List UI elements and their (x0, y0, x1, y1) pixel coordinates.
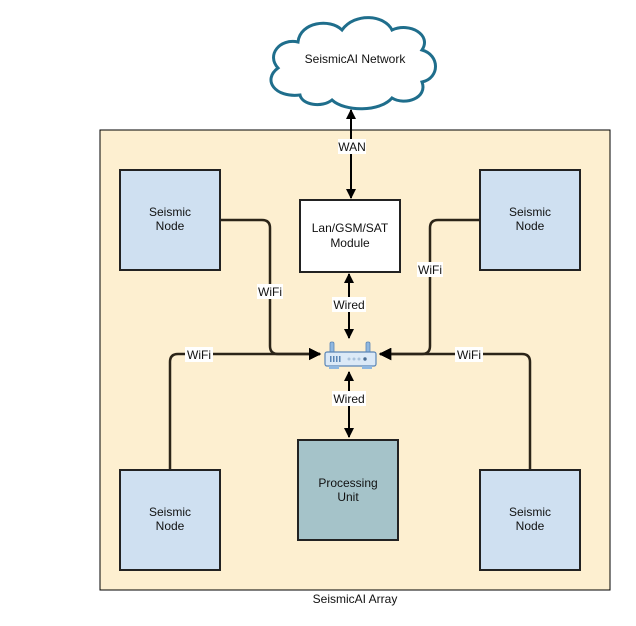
node-label-line2: Node (516, 519, 545, 533)
node-label-line2: Node (156, 519, 185, 533)
wired-bottom-label: Wired (333, 392, 364, 406)
node-label-line1: Seismic (149, 205, 191, 219)
wifi-bottom-left-label: WiFi (187, 348, 211, 362)
cloud-icon (269, 16, 437, 111)
wifi-bottom-left-link (168, 347, 322, 470)
module-label-line2: Module (330, 236, 370, 250)
wifi-top-right-label: WiFi (418, 263, 442, 277)
cloud-label: SeismicAI Network (305, 52, 407, 66)
module-label-line1: Lan/GSM/SAT (312, 221, 389, 235)
seismic-node-bottom-left[interactable]: Seismic Node (119, 469, 221, 571)
seismic-node-top-right[interactable]: Seismic Node (479, 169, 581, 271)
cloud-network: SeismicAI Network (269, 16, 437, 111)
wifi-bottom-right-label: WiFi (457, 348, 481, 362)
node-label-line2: Node (156, 219, 185, 233)
module-box[interactable] (299, 199, 401, 273)
seismic-node-bottom-right[interactable]: Seismic Node (479, 469, 581, 571)
router-icon[interactable] (324, 341, 377, 369)
seismic-node-top-left[interactable]: Seismic Node (119, 169, 221, 271)
wifi-top-left-label: WiFi (258, 285, 282, 299)
processing-label-line2: Unit (337, 490, 359, 504)
wired-top-label: Wired (333, 298, 364, 312)
wan-label: WAN (338, 140, 366, 154)
processing-label-line1: Processing (318, 476, 377, 490)
processing-unit-box[interactable] (297, 439, 399, 541)
wifi-bottom-right-link (378, 347, 532, 470)
node-label-line2: Node (516, 219, 545, 233)
node-label-line1: Seismic (509, 205, 551, 219)
node-label-line1: Seismic (149, 505, 191, 519)
node-label-line1: Seismic (509, 505, 551, 519)
array-label: SeismicAI Array (313, 592, 398, 606)
